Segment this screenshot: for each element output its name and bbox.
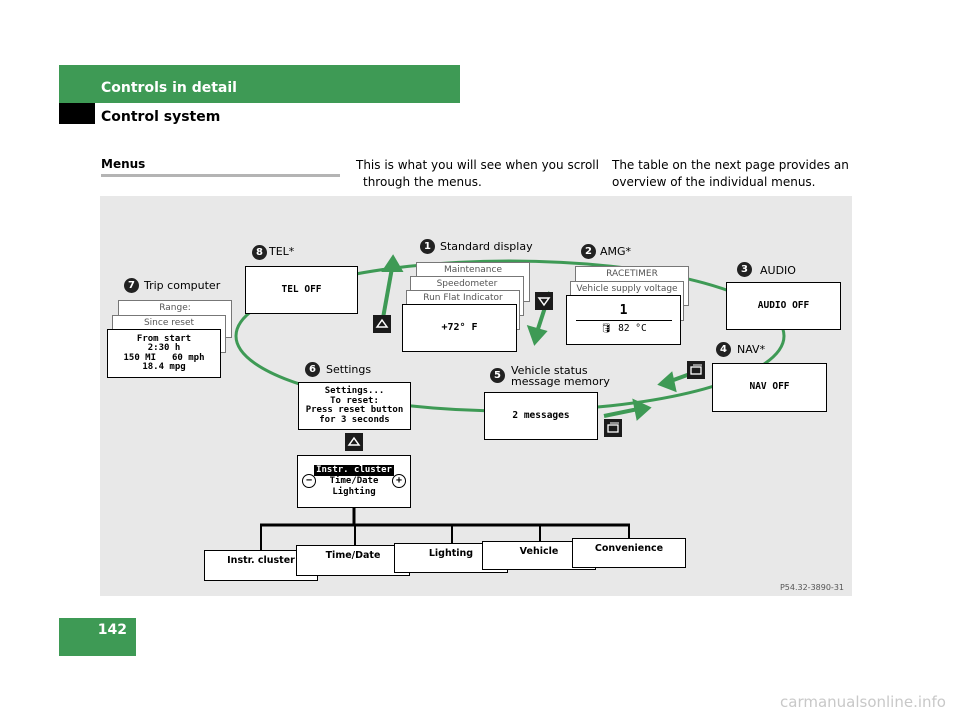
intro-col2-line1: This is what you will see when you scrol… [356,158,599,172]
settings-line-1: Settings... [324,386,385,396]
section-header-bar: Controls in detail [59,65,460,103]
scroll-key-up-icon [373,315,391,333]
screen-trip: From start 2:30 h 150 MI 60 mph 18.4 mpg [107,329,221,378]
screen-submenu: Instr. cluster Time/Date Lighting − + [297,455,411,508]
label-nav: NAV* [737,343,766,356]
header-black-tab [59,103,95,124]
settings-line-3: Press reset button [305,405,404,415]
oil-can-icon: 🛢 [600,323,613,334]
submenu-selected: Instr. cluster [314,465,394,476]
scroll-arrows [381,254,691,421]
tab-time-date: Time/Date [296,545,410,576]
watermark: carmanualsonline.info [780,693,946,711]
plus-icon: + [392,474,406,488]
menu-diagram: 8 TEL* 1 Standard display 2 AMG* 3 AUDIO… [100,196,852,596]
screen-nav: NAV OFF [712,363,827,412]
minus-icon: − [302,474,316,488]
badge-3: 3 [737,262,752,277]
label-vehicle-status-line2: message memory [511,375,610,388]
label-amg: AMG* [600,245,632,258]
page-key-icon-nav [687,361,705,379]
tab-convenience: Convenience [572,538,686,568]
label-vehicle-status: Vehicle status message memory [511,365,610,387]
label-standard-display: Standard display [440,240,533,253]
trip-distance: 150 MI [123,352,156,363]
submenu-item-3: Lighting [332,487,376,497]
menus-heading: Menus [101,157,146,171]
badge-5: 5 [490,368,505,383]
trip-speed: 60 mph [172,352,205,363]
intro-col2-line2: through the menus. [363,175,482,189]
label-settings: Settings [326,363,372,376]
badge-1: 1 [420,239,435,254]
heading-rule [101,174,340,177]
submenu-item-2: Time/Date [329,476,379,486]
page-key-icon-messages [604,419,622,437]
screen-amg: 1 🛢 82 °C [566,295,681,345]
label-audio: AUDIO [760,264,796,277]
trip-line-2: 2:30 h [147,343,181,353]
intro-col3-line2: overview of the individual menus. [612,175,816,189]
label-tel: TEL* [269,245,295,258]
badge-4: 4 [716,342,731,357]
label-trip-computer: Trip computer [144,279,221,292]
screen-tel: TEL OFF [245,266,358,314]
trip-line-1: From start [136,333,192,344]
trip-consumption: 18.4 mpg [142,362,186,372]
amg-value: 1 [619,302,628,318]
intro-column-2: This is what you will see when you scrol… [356,157,599,191]
screen-standard: +72° F [402,304,517,352]
badge-8: 8 [252,245,267,260]
subsection-title: Control system [101,109,221,125]
badge-2: 2 [581,244,596,259]
badge-6: 6 [305,362,320,377]
figure-reference-code: P54.32-3890-31 [779,583,844,592]
screen-settings: Settings... To reset: Press reset button… [298,382,411,430]
settings-line-2: To reset: [330,395,379,406]
page-number: 142 [59,618,136,656]
intro-col3-line1: The table on the next page provides an [612,158,849,172]
scroll-key-submenu-icon [345,433,363,451]
settings-line-4: for 3 seconds [319,414,390,425]
screen-audio: AUDIO OFF [726,282,841,330]
section-title: Controls in detail [101,80,237,96]
screen-messages: 2 messages [484,392,598,440]
scroll-key-down-icon [535,292,553,310]
label-vehicle-status-line1: Vehicle status [511,364,588,377]
intro-column-3: The table on the next page provides an o… [612,157,849,191]
amg-temperature: 82 °C [618,323,647,334]
badge-7: 7 [124,278,139,293]
